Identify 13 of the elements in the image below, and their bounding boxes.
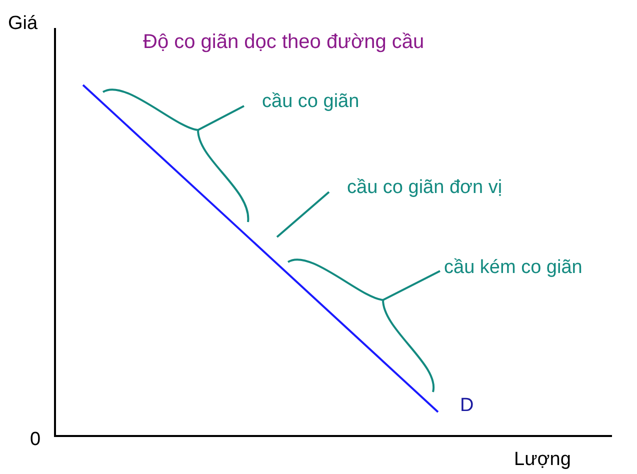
- axis-label: Lượng: [514, 450, 571, 469]
- axis-label: Giá: [8, 14, 38, 33]
- curve-label: D: [460, 396, 474, 415]
- annotation-text: cầu kém co giãn: [444, 258, 582, 277]
- chart-title: Độ co giãn dọc theo đường cầu: [143, 32, 424, 52]
- leader-line: [198, 105, 244, 131]
- annotation-text: cầu co giãn: [262, 92, 360, 111]
- leader-line: [382, 270, 440, 301]
- origin-label: 0: [30, 430, 41, 449]
- annotation-text: cầu co giãn đơn vị: [347, 178, 502, 197]
- curly-bracket: [288, 258, 434, 392]
- leader-line: [276, 191, 330, 238]
- curly-bracket: [102, 88, 249, 222]
